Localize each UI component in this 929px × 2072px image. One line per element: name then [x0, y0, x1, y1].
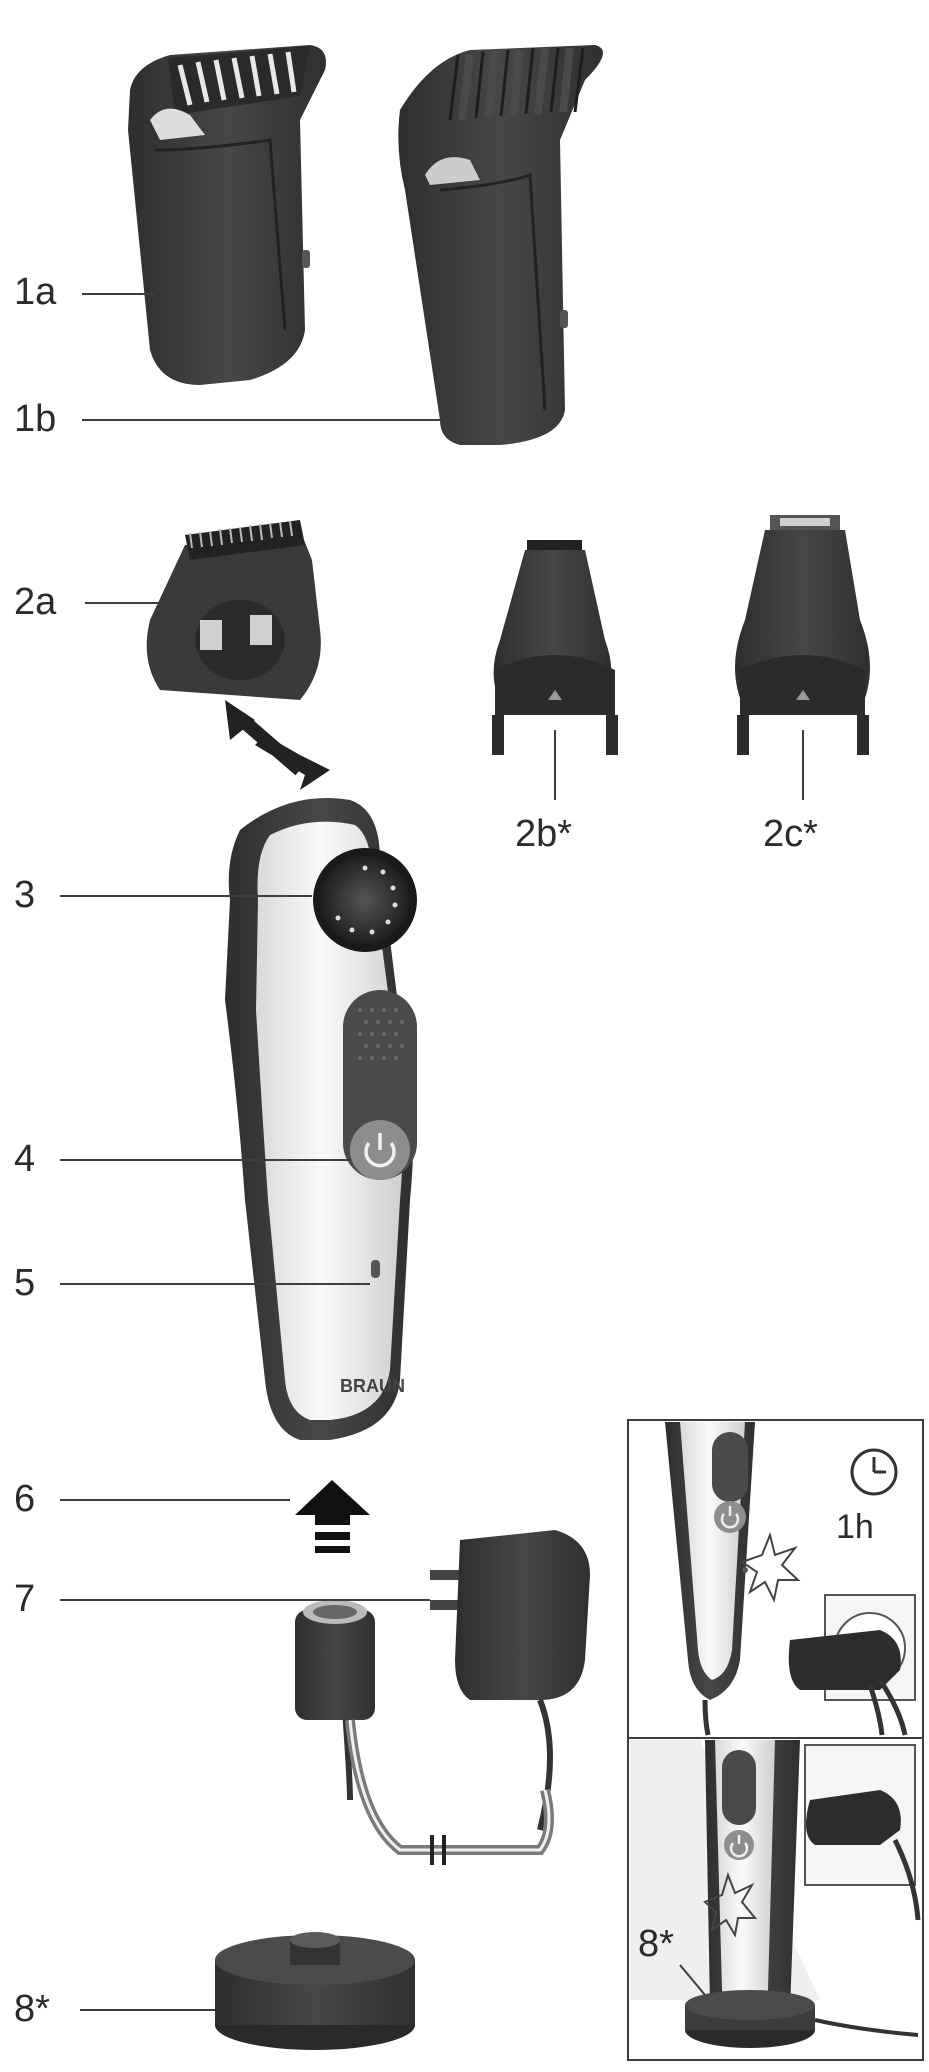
brand-logo: BRAUN [340, 1376, 405, 1396]
label-5: 5 [14, 1262, 36, 1304]
label-2b: 2b* [515, 813, 573, 855]
leader-lines [60, 293, 804, 2011]
trimmer-head-2a [146, 520, 321, 700]
label-2a: 2a [14, 581, 57, 623]
trimmer-head-2b [492, 540, 618, 755]
charging-inset [627, 1419, 924, 2061]
label-1b: 1b [14, 398, 57, 440]
inset-label-8: 8* [638, 1923, 674, 1965]
label-2c: 2c* [763, 813, 818, 855]
comb-1b [398, 45, 603, 445]
trimmer-handle [225, 798, 417, 1440]
label-1a: 1a [14, 271, 57, 313]
trimmer-head-2c [735, 515, 870, 755]
charge-time-label: 1h [836, 1508, 874, 1546]
label-8: 8* [14, 1988, 50, 2030]
connect-arrow [295, 1480, 370, 1553]
power-adapter [295, 1530, 590, 1865]
comb-1a [128, 45, 326, 385]
clock-icon [850, 1448, 898, 1496]
label-7: 7 [14, 1578, 36, 1620]
label-4: 4 [14, 1138, 36, 1180]
label-6: 6 [14, 1478, 36, 1520]
label-3: 3 [14, 874, 36, 916]
charging-stand [215, 1932, 415, 2050]
charge-light [371, 1260, 380, 1278]
attach-arrow [225, 700, 330, 790]
